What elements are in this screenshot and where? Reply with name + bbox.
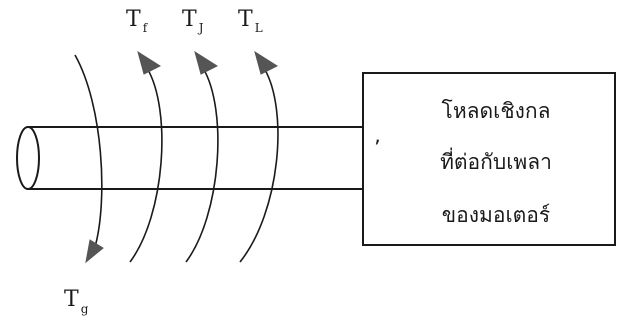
torque-arc-tj-arrowhead bbox=[194, 50, 219, 75]
torque-label-tf-base: T bbox=[126, 7, 141, 32]
torque-label-tg-sub: g bbox=[81, 302, 89, 316]
torque-arc-tf-arrowhead bbox=[137, 50, 162, 75]
torque-arc-tg-curve bbox=[74, 54, 103, 248]
shaft-end-face bbox=[16, 126, 40, 190]
load-label-line-2: ที่ต่อกับเพลา bbox=[440, 147, 552, 174]
torque-arc-tg bbox=[74, 54, 104, 264]
torque-label-tf-sub: f bbox=[143, 21, 149, 35]
torque-arc-tl bbox=[239, 50, 279, 263]
load-label-line-3: ของมอเตอร์ bbox=[442, 203, 550, 227]
torque-label-tl-sub: L bbox=[255, 21, 263, 35]
torque-arc-tj-curve bbox=[185, 67, 219, 263]
torque-arc-tl-curve bbox=[239, 67, 279, 263]
torque-label-tl-base: T bbox=[238, 7, 253, 32]
torque-arc-tf bbox=[129, 50, 163, 263]
torque-arc-tj bbox=[185, 50, 219, 263]
torque-arc-tl-arrowhead bbox=[254, 50, 279, 75]
load-label-line-1: โหลดเชิงกล bbox=[442, 99, 551, 123]
mechanical-load-box: ʼ โหลดเชิงกล ที่ต่อกับเพลา ของมอเตอร์ bbox=[362, 72, 616, 246]
load-box-outline bbox=[362, 72, 616, 246]
torque-arc-tg-arrowhead bbox=[85, 239, 104, 264]
motor-shaft bbox=[16, 126, 363, 190]
torque-arc-tf-curve bbox=[129, 67, 163, 263]
torque-label-tj-base: T bbox=[182, 7, 197, 32]
torque-label-tj-sub: J bbox=[197, 21, 204, 35]
load-box-mark: ʼ bbox=[374, 136, 381, 160]
torque-label-tg-base: T bbox=[64, 287, 79, 312]
